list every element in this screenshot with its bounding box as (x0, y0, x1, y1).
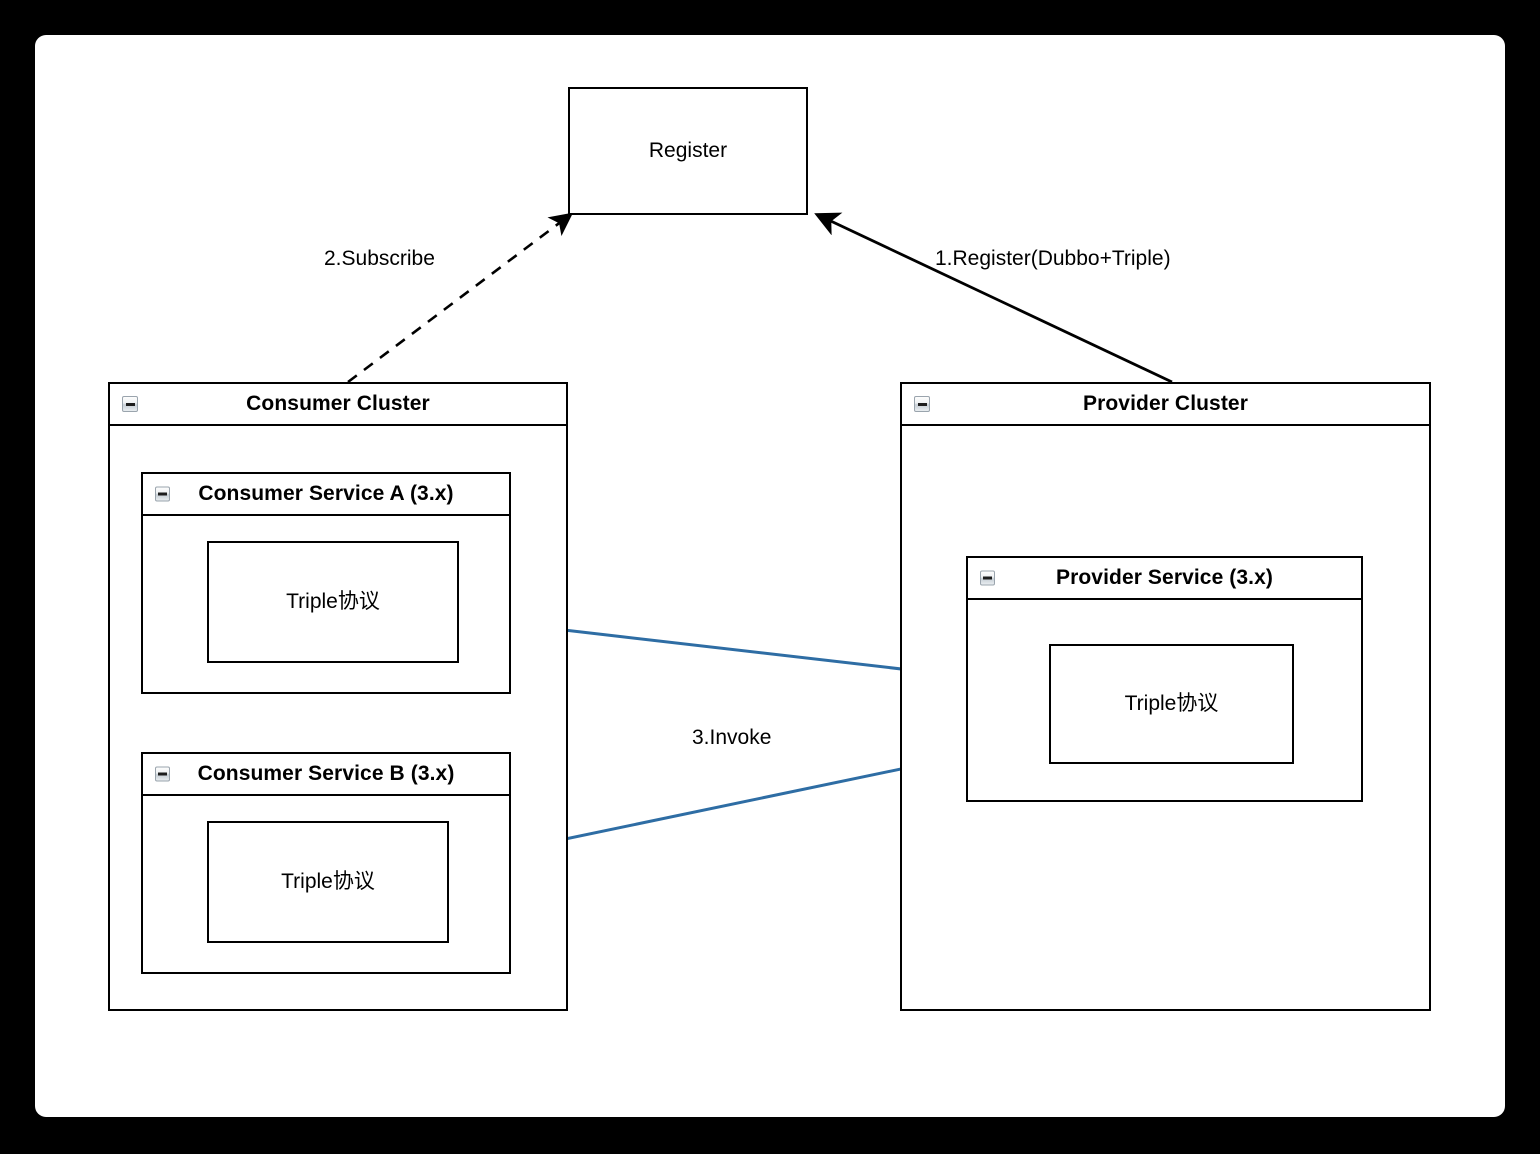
consumer-cluster-header[interactable]: Consumer Cluster (110, 384, 566, 426)
provider-service-header[interactable]: Provider Service (3.x) (968, 558, 1361, 600)
consumer-service-a-package[interactable]: Consumer Service A (3.x) Triple协议 (141, 472, 511, 694)
consumer-service-b-title: Consumer Service B (3.x) (197, 762, 455, 785)
provider-service-title: Provider Service (3.x) (1056, 566, 1273, 589)
provider-cluster-body: Provider Service (3.x) Triple协议 (902, 426, 1429, 1009)
consumer-service-a-body: Triple协议 (143, 516, 509, 692)
edge-subscribe-line (347, 212, 574, 384)
minus-box-icon[interactable] (155, 486, 170, 502)
provider-service-body: Triple协议 (968, 600, 1361, 800)
consumer-service-a-protocol-node[interactable]: Triple协议 (207, 541, 459, 663)
consumer-service-b-protocol-label: Triple协议 (281, 870, 375, 894)
consumer-service-b-body: Triple协议 (143, 796, 509, 972)
edge-label-invoke: 3.Invoke (692, 726, 772, 749)
provider-cluster-title: Provider Cluster (1083, 392, 1248, 415)
consumer-service-b-header[interactable]: Consumer Service B (3.x) (143, 754, 509, 796)
minus-box-icon[interactable] (155, 766, 170, 782)
edge-register-line (814, 212, 1173, 384)
consumer-service-a-title: Consumer Service A (3.x) (198, 482, 454, 505)
register-node-label: Register (648, 139, 728, 163)
consumer-service-b-package[interactable]: Consumer Service B (3.x) Triple协议 (141, 752, 511, 974)
provider-service-protocol-label: Triple协议 (1124, 692, 1219, 716)
provider-cluster-header[interactable]: Provider Cluster (902, 384, 1429, 426)
edge-label-subscribe: 2.Subscribe (324, 247, 435, 270)
diagram-canvas: Register Consumer Cluster Consumer Servi… (35, 35, 1505, 1117)
minus-box-icon[interactable] (122, 396, 138, 412)
provider-service-package[interactable]: Provider Service (3.x) Triple协议 (966, 556, 1363, 802)
consumer-service-a-protocol-label: Triple协议 (286, 590, 380, 614)
minus-box-icon[interactable] (980, 570, 995, 586)
consumer-service-a-header[interactable]: Consumer Service A (3.x) (143, 474, 509, 516)
consumer-cluster-title: Consumer Cluster (246, 392, 430, 415)
register-node[interactable]: Register (568, 87, 808, 215)
consumer-service-b-protocol-node[interactable]: Triple协议 (207, 821, 449, 943)
consumer-cluster-package[interactable]: Consumer Cluster Consumer Service A (3.x… (108, 382, 568, 1011)
minus-box-icon[interactable] (914, 396, 930, 412)
provider-service-protocol-node[interactable]: Triple协议 (1049, 644, 1294, 764)
consumer-cluster-body: Consumer Service A (3.x) Triple协议 Consum… (110, 426, 566, 1009)
edge-label-register: 1.Register(Dubbo+Triple) (935, 247, 1171, 270)
provider-cluster-package[interactable]: Provider Cluster Provider Service (3.x) … (900, 382, 1431, 1011)
